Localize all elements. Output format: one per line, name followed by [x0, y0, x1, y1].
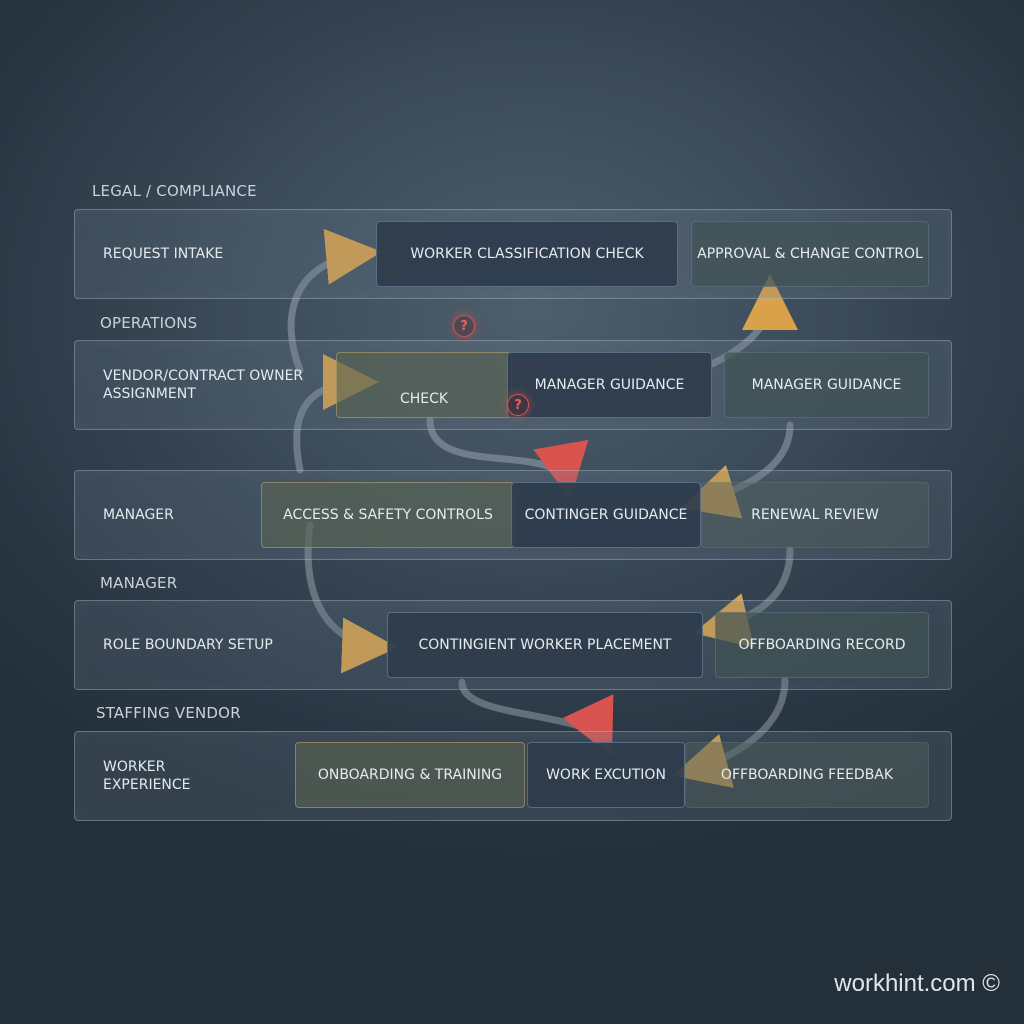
section-label-operations: OPERATIONS — [100, 314, 198, 332]
question-marker-icon: ? — [507, 394, 529, 416]
lane-label: VENDOR/CONTRACT OWNER ASSIGNMENT — [103, 368, 304, 402]
section-label-staffing: STAFFING VENDOR — [96, 704, 241, 722]
contingent-worker-placement-box[interactable]: CONTINGIENT WORKER PLACEMENT — [387, 612, 703, 678]
onboarding-training-box[interactable]: ONBOARDING & TRAINING — [295, 742, 525, 808]
lane-role-boundary: ROLE BOUNDARY SETUP CONTINGIENT WORKER P… — [74, 600, 952, 690]
access-safety-controls-box[interactable]: ACCESS & SAFETY CONTROLS — [261, 482, 515, 548]
lane-label: MANAGER — [103, 507, 174, 523]
section-label-manager: MANAGER — [100, 574, 178, 592]
lane-label: ROLE BOUNDARY SETUP — [103, 637, 273, 653]
watermark: workhint.com © — [834, 970, 1000, 997]
lane-label: WORKER EXPERIENCE — [103, 759, 191, 793]
continger-guidance-box[interactable]: CONTINGER GUIDANCE — [511, 482, 701, 548]
section-label-legal: LEGAL / COMPLIANCE — [92, 182, 257, 200]
lane-request-intake: REQUEST INTAKE WORKER CLASSIFICATION CHE… — [74, 209, 952, 299]
work-execution-box[interactable]: WORK EXCUTION — [527, 742, 685, 808]
check-box[interactable]: CHECK — [336, 352, 512, 418]
question-marker-icon: ? — [453, 315, 475, 337]
lane-manager: MANAGER ACCESS & SAFETY CONTROLS CONTING… — [74, 470, 952, 560]
manager-guidance-box-2[interactable]: MANAGER GUIDANCE — [724, 352, 929, 418]
lane-vendor-contract-owner: VENDOR/CONTRACT OWNER ASSIGNMENT CHECK M… — [74, 340, 952, 430]
lane-label: REQUEST INTAKE — [103, 246, 224, 262]
lane-worker-experience: WORKER EXPERIENCE ONBOARDING & TRAINING … — [74, 731, 952, 821]
renewal-review-box[interactable]: RENEWAL REVIEW — [701, 482, 929, 548]
worker-classification-check-box[interactable]: WORKER CLASSIFICATION CHECK — [376, 221, 678, 287]
offboarding-record-box[interactable]: OFFBOARDING RECORD — [715, 612, 929, 678]
approval-change-control-box[interactable]: APPROVAL & CHANGE CONTROL — [691, 221, 929, 287]
offboarding-feedback-box[interactable]: OFFBOARDING FEEDBAK — [685, 742, 929, 808]
manager-guidance-box[interactable]: MANAGER GUIDANCE — [507, 352, 712, 418]
